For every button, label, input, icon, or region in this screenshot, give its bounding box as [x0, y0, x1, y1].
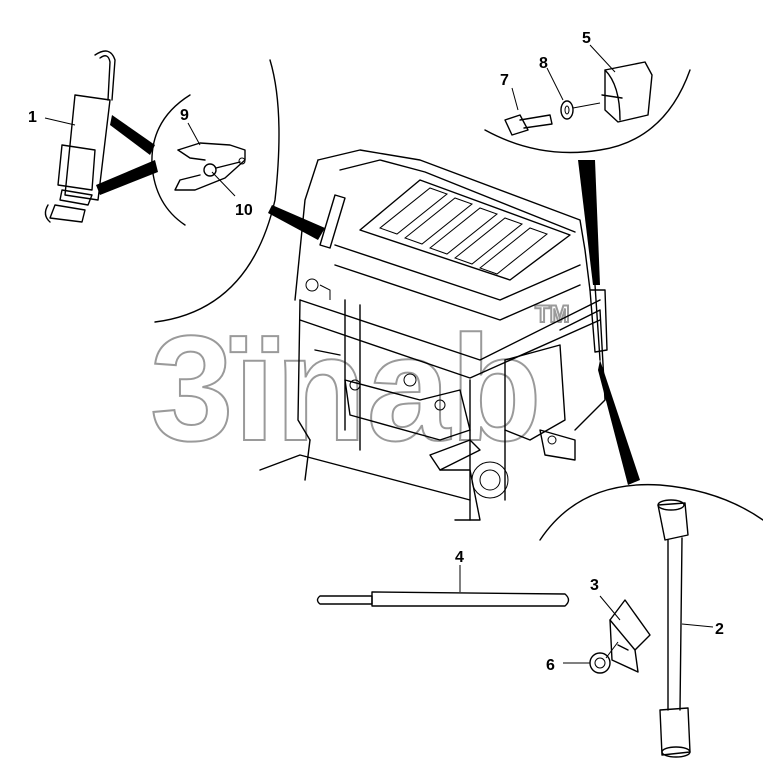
- part-4-pin: [316, 591, 570, 607]
- callout-2: 2: [715, 621, 724, 638]
- detail-circle-bottom-right: [539, 360, 763, 758]
- callout-3: 3: [590, 577, 599, 594]
- callout-5: 5: [582, 30, 591, 47]
- watermark-tm: TM: [535, 301, 570, 328]
- detail-circle-top-right: [484, 61, 691, 285]
- callout-8: 8: [539, 55, 548, 72]
- callout-labels: 1 2 3 4 5 6 7 8 9 10: [28, 30, 724, 674]
- callout-1: 1: [28, 109, 37, 126]
- callout-6: 6: [546, 657, 555, 674]
- callout-4: 4: [455, 549, 464, 566]
- callout-7: 7: [500, 72, 509, 89]
- callout-10: 10: [235, 202, 253, 219]
- part-3-bracket: [609, 599, 651, 673]
- part-1-grease-gun: [44, 50, 158, 223]
- detail-circle-left: [151, 59, 325, 323]
- part-6-clip: [589, 641, 619, 674]
- leader-lines: [44, 44, 714, 664]
- callout-9: 9: [180, 107, 189, 124]
